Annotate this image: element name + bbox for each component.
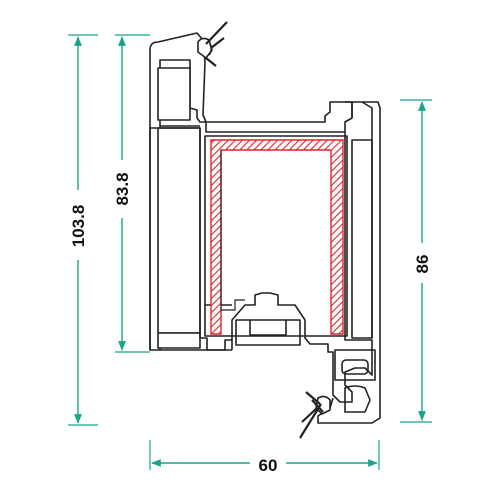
sash-profile — [149, 32, 353, 351]
total-height-label: 103.8 — [69, 205, 88, 248]
dimension-total-height: 103.8 — [68, 34, 98, 426]
gasket-icon — [197, 21, 228, 67]
sash-height-label: 83.8 — [113, 172, 132, 205]
dimension-width: 60 — [149, 440, 380, 475]
dimension-sash-height: 83.8 — [112, 34, 150, 353]
frame-profile — [149, 101, 381, 424]
gasket-icon — [299, 391, 331, 439]
frame-height-label: 86 — [413, 255, 432, 274]
steel-reinforcement — [210, 139, 344, 335]
dimension-frame-height: 86 — [400, 99, 432, 423]
width-label: 60 — [259, 456, 278, 475]
